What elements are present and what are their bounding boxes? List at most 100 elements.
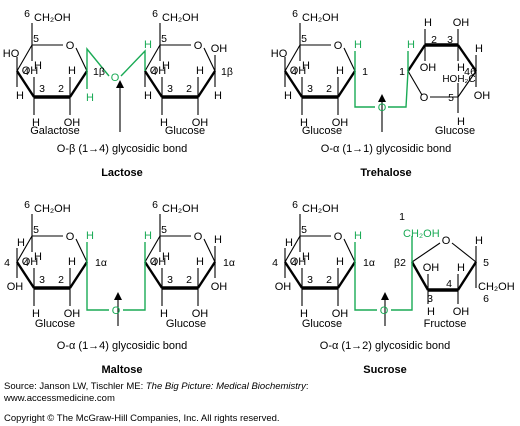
source-suffix: : bbox=[305, 381, 309, 392]
mal-glc1-ring-c1-c2 bbox=[68, 261, 89, 289]
tre-glc2-c5-h: H bbox=[457, 116, 465, 128]
lac-glc-c2-number: 2 bbox=[186, 83, 192, 95]
source-citation: Source: Janson LW, Tischler ME: The Big … bbox=[4, 381, 308, 392]
tre-glc1-c3-number: 3 bbox=[307, 83, 313, 95]
lac-gal-c3-number: 3 bbox=[39, 83, 45, 95]
suc-glc-c4-oh: OH bbox=[275, 281, 292, 293]
mal-glc1-ring-c3-c4 bbox=[15, 261, 36, 289]
suc-glc-c5-h: H bbox=[302, 251, 310, 263]
lac-bond-arrow-head bbox=[116, 80, 124, 88]
suc-fru-ring-5-o bbox=[451, 242, 477, 263]
suc-fru-c5-number: 5 bbox=[483, 257, 489, 269]
suc-glc-c2-number: 2 bbox=[326, 274, 332, 286]
source-prefix: Source: Janson LW, Tischler ME: bbox=[4, 381, 146, 392]
suc-glc-c4-number2: 4 bbox=[272, 257, 278, 269]
tre-glc1-c2-oh: OH bbox=[332, 117, 349, 129]
tre-glc1-c3-oh: OH bbox=[290, 65, 307, 77]
suc-glc-c3-h: H bbox=[300, 308, 308, 320]
suc-glc-ring-c3-c4 bbox=[283, 261, 304, 289]
lac-glc-ring-oxygen: O bbox=[194, 40, 203, 52]
suc-fru-c3-oh: OH bbox=[423, 262, 440, 274]
mal-glc1-c3-oh: OH bbox=[22, 256, 39, 268]
mal-bond-label: O-α (1→4) glycosidic bond bbox=[57, 340, 187, 352]
lac-gal-c2-h: H bbox=[68, 65, 76, 77]
mal-glc2-ring-c3-c4 bbox=[143, 261, 164, 289]
suc-bond-arrow-head bbox=[381, 292, 389, 300]
suc-fru-c3-h: H bbox=[427, 306, 435, 318]
tre-glc1-c6-number: 6 bbox=[292, 8, 298, 20]
mal-glc2-c6-ch2oh: CH₂OH bbox=[162, 203, 199, 215]
tre-c1-number: 1 bbox=[362, 66, 368, 78]
mal-glyco-oxygen: O bbox=[112, 305, 121, 317]
tre-glc1-ring-c3-c4 bbox=[283, 70, 304, 98]
lac-gal-ring-c1-c2 bbox=[68, 70, 89, 98]
tre-bond-arrow-head bbox=[378, 94, 386, 102]
tre-glyco-left bbox=[354, 71, 375, 108]
tre-glucose-left-label: Glucose bbox=[302, 125, 342, 137]
lac-glc-c3-h: H bbox=[160, 117, 168, 129]
lac-gal-c2-oh: OH bbox=[64, 117, 81, 129]
tre-glc2-ring-f-a bbox=[407, 70, 423, 96]
suc-glc-c2-oh: OH bbox=[332, 308, 349, 320]
lac-glc-anomer-label: 1β bbox=[221, 66, 233, 78]
suc-fru-c1-number: 1 bbox=[399, 211, 405, 223]
mal-anomer-label: 1α bbox=[95, 257, 107, 269]
suc-fru-ring-o-2 bbox=[411, 242, 441, 263]
lac-glc-c1-h: H bbox=[214, 90, 222, 102]
tre-glc1-ring-c4-c5 bbox=[284, 44, 301, 72]
mal-glc2-c3-h: H bbox=[160, 308, 168, 320]
suc-glc-c6-number: 6 bbox=[292, 199, 298, 211]
tre-glc1-c2-h: H bbox=[336, 65, 344, 77]
suc-c1-h: H bbox=[354, 230, 362, 242]
mal-glc1-c4-h: H bbox=[17, 237, 25, 249]
lac-gal-c4-number: 4 bbox=[23, 66, 29, 78]
tre-glc1-c2-number: 2 bbox=[326, 83, 332, 95]
mal-glc1-c5-h: H bbox=[34, 251, 42, 263]
lac-glucose-label: Glucose bbox=[165, 125, 205, 137]
tre-glc1-c6-ch2oh: CH₂OH bbox=[302, 12, 339, 24]
mal-glc2-c6-number: 6 bbox=[152, 199, 158, 211]
lac-glc-c2-oh: OH bbox=[192, 117, 209, 129]
mal-glc1-c2-number: 2 bbox=[58, 274, 64, 286]
lac-gal-c3-h: H bbox=[32, 117, 40, 129]
tre-glc2-c4-h: H bbox=[475, 43, 483, 55]
lac-gal-ring-c4-c5 bbox=[16, 44, 33, 72]
suc-fru-c3-number: 3 bbox=[427, 293, 433, 305]
suc-fru-ring-oxygen: O bbox=[442, 235, 451, 247]
tre-glyco-oxygen: O bbox=[378, 102, 387, 114]
tre-glc2-c1-h: H bbox=[407, 39, 415, 51]
suc-fru-c5-h: H bbox=[475, 235, 483, 247]
suc-fru-c4-h: H bbox=[457, 262, 465, 274]
mal-glc2-c2-h: H bbox=[196, 256, 204, 268]
suc-fru-c1-ch2oh: CH₂OH bbox=[403, 228, 440, 240]
lac-glc-ring-c1-c2 bbox=[196, 70, 217, 98]
mal-glc2-c2-oh: OH bbox=[192, 308, 209, 320]
mal-glc2-ring-c1-c2 bbox=[196, 261, 217, 289]
lac-gal-c4-h: H bbox=[16, 90, 24, 102]
lac-galactose-label: Galactose bbox=[30, 125, 80, 137]
source-title: The Big Picture: Medical Biochemistry bbox=[145, 381, 306, 392]
suc-glc-c2-h: H bbox=[336, 256, 344, 268]
mal-glyco-right bbox=[123, 262, 146, 311]
tre-glc1-c3-h: H bbox=[300, 117, 308, 129]
lac-gal-c5-h: H bbox=[34, 60, 42, 72]
tre-glc2-c3-number: 3 bbox=[447, 34, 453, 46]
suc-anomer-label: 1α bbox=[363, 257, 375, 269]
mal-glc2-anomer-label: 1α bbox=[223, 257, 235, 269]
tre-glc2-c4-number: 4 bbox=[464, 66, 470, 78]
mal-glc2-c2-number: 2 bbox=[186, 274, 192, 286]
tre-glc2-ring-oxygen: O bbox=[420, 92, 429, 104]
tre-glc2-c3-h: H bbox=[457, 62, 465, 74]
mal-c1-h: H bbox=[86, 230, 94, 242]
lac-glc-ring-c3-c4 bbox=[143, 70, 164, 98]
tre-glc1-c4-h: H bbox=[284, 90, 292, 102]
mal-glc1-c4-number: 4 bbox=[23, 257, 29, 269]
suc-glc-c6-ch2oh: CH₂OH bbox=[302, 203, 339, 215]
copyright-notice: Copyright © The McGraw-Hill Companies, I… bbox=[4, 413, 280, 424]
tre-glc1-ring-oxygen: O bbox=[334, 40, 343, 52]
lac-glc-c6-ch2oh: CH₂OH bbox=[162, 12, 199, 24]
tre-glc2-ring-d-e bbox=[457, 70, 477, 98]
lac-glc-c3-oh: OH bbox=[150, 65, 167, 77]
suc-glucose-label: Glucose bbox=[302, 318, 342, 330]
lac-gal-c1-h: H bbox=[86, 92, 94, 104]
